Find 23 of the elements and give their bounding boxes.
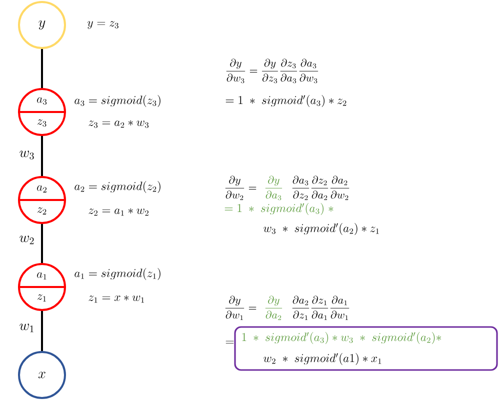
equation: $\frac{\partial y}{\partial w_3} = \frac{\partial y}{\partial z_3} \frac{\partial z_3}{\partial a_3} \frac{\partial a_3}{\partial w_3}$ (226, 58, 318, 84)
highlight-box: $1\; * \; sigmoid'(a_3) * w_3 \; * \; sigmoid'(a_2) *$ $w_2 \; * \; sigmoid'(a1) * x_1$ (234, 326, 498, 371)
equation: $z_2 = a_1 * w_2$ (88, 208, 148, 216)
equation: $\frac{\partial y}{\partial w_1} =$ (225, 296, 256, 320)
equation: $\frac{\partial a_3}{\partial z_2} \frac{\partial z_2}{\partial a_2} \frac{\partial a_2}{\partial w_2}$ (292, 176, 350, 200)
connector-line (41, 311, 43, 351)
weight-label: $w_1$ (20, 324, 34, 332)
equation: $\frac{\partial y}{\partial a_3}$ (265, 176, 282, 200)
equation: $y = z_3$ (88, 21, 118, 29)
connector-line (41, 224, 43, 263)
equation: $a_3 = sigmoid(z_3)$ (74, 95, 160, 107)
weight-label: $w_2$ (20, 236, 34, 244)
equation: $z_1 = x * w_1$ (88, 295, 144, 303)
equation: $\frac{\partial y}{\partial w_2} =$ (225, 176, 256, 200)
equation: $= 1 \; * \; sigmoid'(a_3) * z_2$ (226, 95, 346, 107)
equation: $= 1 \; * \; sigmoid'(a_3) \; *$ (224, 203, 334, 215)
connector-line (41, 136, 43, 176)
equation: $a_1 = sigmoid(z_1)$ (74, 268, 160, 280)
equation: $w_3 \; * \; sigmoid'(a_2) * z_1$ (264, 223, 379, 235)
connector-line (41, 49, 43, 88)
equation: $z_3 = a_2 * w_3$ (88, 120, 149, 128)
equation: $a_2 = sigmoid(z_2)$ (74, 181, 160, 193)
weight-label: $w_3$ (20, 150, 34, 160)
